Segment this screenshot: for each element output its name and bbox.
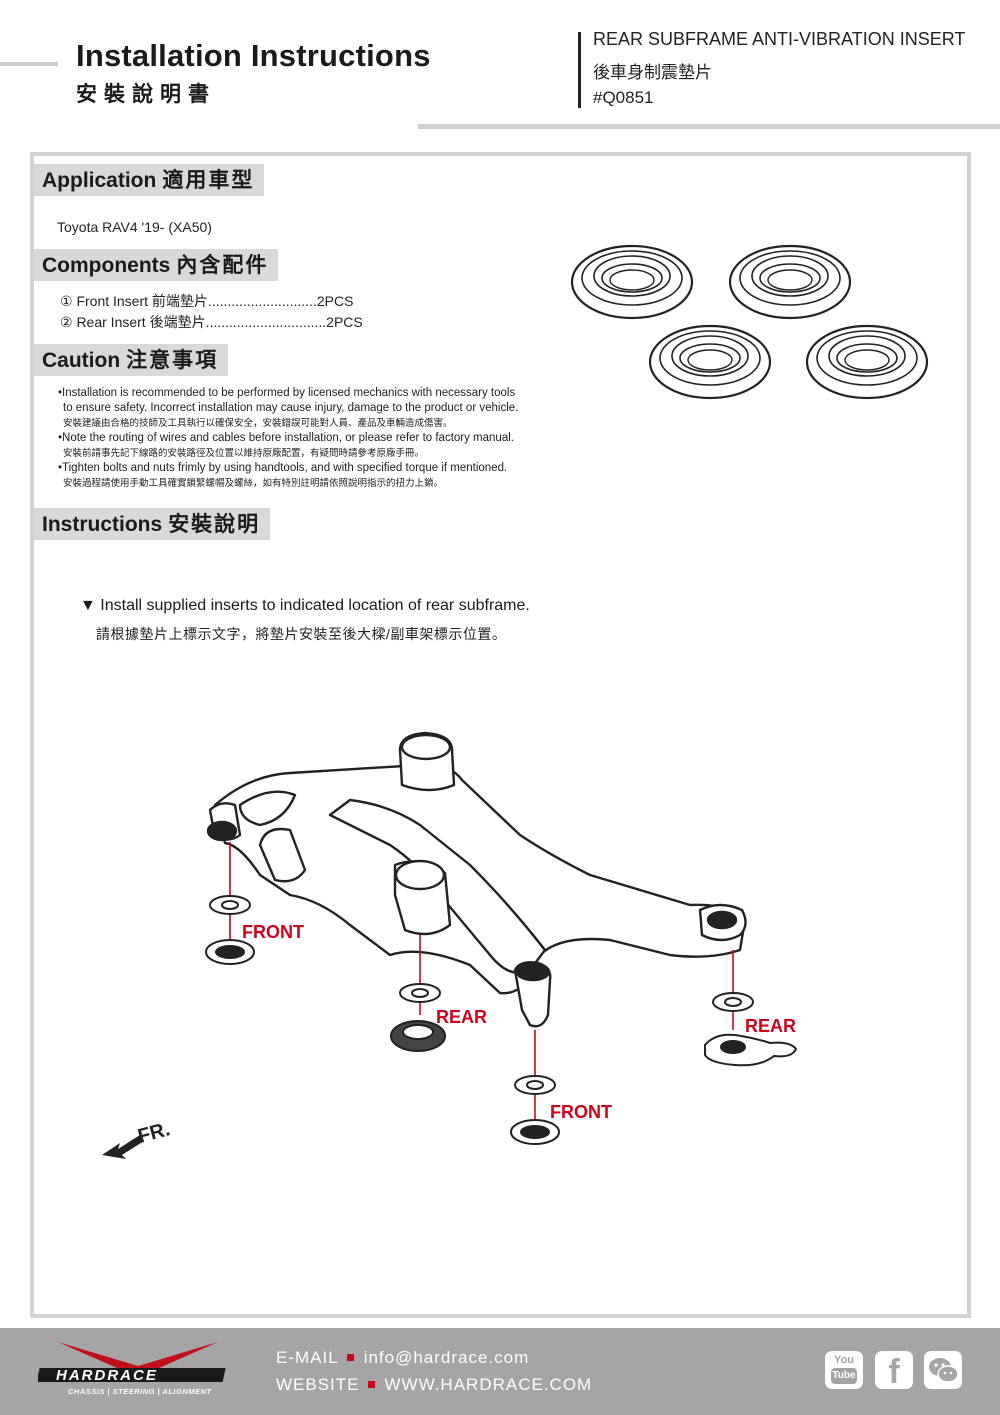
application-heading-en: Application: [42, 169, 157, 192]
bullet-square: [367, 1381, 375, 1388]
caution-line: •Installation is recommended to be perfo…: [58, 387, 516, 399]
component-label: ① Front Insert 前端墊片: [60, 293, 208, 309]
subframe-diagram: FRONT REAR REAR FRONT FR.: [102, 731, 798, 1159]
label-front-left: FRONT: [242, 922, 304, 942]
component-item: ② Rear Insert 後端墊片......................…: [60, 312, 363, 332]
direction-label: FR.: [136, 1118, 173, 1148]
label-front-bottom: FRONT: [550, 1102, 612, 1122]
instruction-step-cn: 請根據墊片上標示文字，將墊片安裝至後大樑/副車架標示位置。: [96, 626, 507, 642]
label-rear-right: REAR: [745, 1016, 796, 1036]
instructions-heading-cn: 安裝說明: [168, 511, 261, 536]
content-frame: [30, 152, 971, 1318]
page-title: Installation Instructions: [76, 38, 431, 73]
caution-heading-cn: 注意事項: [126, 347, 219, 372]
component-item: ① Front Insert 前端墊片.....................…: [60, 291, 353, 311]
caution-text: •Installation is recommended to be perfo…: [58, 386, 578, 491]
website-link[interactable]: WWW.HARDRACE.COM: [384, 1375, 593, 1394]
header-rule-right: [418, 124, 1000, 129]
application-heading-cn: 適用車型: [162, 167, 255, 192]
header-rule-left: [0, 62, 58, 66]
email-label: E-MAIL: [276, 1348, 339, 1367]
hardrace-logo: HARDRACE CHASSIS | STEERING | ALIGNMENT: [38, 1342, 226, 1396]
inserts-illustration: [570, 244, 929, 400]
page-title-cn: 安裝說明書: [76, 81, 216, 106]
website-label: WEBSITE: [276, 1375, 360, 1394]
caution-line: 安裝過程請使用手動工具確實鎖緊螺帽及螺絲，如有特別註明請依照說明指示的扭力上鎖。: [63, 478, 444, 489]
caution-line: 安裝前請事先記下線路的安裝路徑及位置以維持原廠配置，有疑問時請參考原廠手冊。: [63, 448, 425, 459]
product-name: REAR SUBFRAME ANTI-VIBRATION INSERT: [593, 29, 966, 49]
forward-arrow-icon: FR.: [102, 1118, 172, 1159]
youtube-icon[interactable]: You Tube: [825, 1351, 863, 1389]
subframe-drawing: [206, 731, 747, 1028]
youtube-text-top: You: [834, 1354, 854, 1366]
facebook-icon[interactable]: f: [875, 1351, 913, 1391]
component-label: ② Rear Insert 後端墊片: [60, 314, 206, 330]
header-divider: [578, 32, 581, 108]
caution-line: to ensure safety. Incorrect installation…: [63, 402, 519, 414]
footer-website: WEBSITE WWW.HARDRACE.COM: [276, 1375, 592, 1395]
footer-email: E-MAIL info@hardrace.com: [276, 1348, 529, 1368]
insert-pairs: [205, 895, 798, 1145]
instructions-heading-en: Instructions: [42, 513, 163, 536]
component-qty: 2PCS: [316, 293, 354, 309]
brand-tagline: CHASSIS | STEERING | ALIGNMENT: [68, 1387, 212, 1396]
component-qty: 2PCS: [326, 314, 363, 330]
insert-ring: [648, 324, 772, 400]
component-dots: ............................: [207, 293, 317, 309]
brand-name: HARDRACE: [56, 1367, 158, 1384]
bullet-square: [346, 1354, 354, 1361]
insert-ring: [728, 244, 852, 320]
components-heading-en: Components: [42, 254, 171, 277]
insert-ring: [805, 324, 929, 400]
caution-heading-en: Caution: [42, 349, 121, 372]
email-link[interactable]: info@hardrace.com: [363, 1348, 530, 1367]
wechat-icon[interactable]: [924, 1351, 962, 1389]
part-number: #Q0851: [593, 88, 654, 107]
vehicle-fitment: Toyota RAV4 '19- (XA50): [57, 219, 212, 235]
label-rear-mid: REAR: [436, 1007, 487, 1027]
product-name-cn: 後車身制震墊片: [593, 63, 712, 82]
insert-ring: [570, 244, 694, 320]
component-dots: ...............................: [205, 314, 327, 330]
caution-line: •Tighten bolts and nuts frimly by using …: [58, 462, 508, 474]
caution-line: 安裝建議由合格的技師及工具執行以確保安全，安裝錯誤可能對人員、產品及車輛造成傷害…: [63, 418, 453, 429]
instruction-step-en: ▼ Install supplied inserts to indicated …: [80, 597, 530, 614]
youtube-text-bottom: Tube: [831, 1368, 857, 1384]
components-heading-cn: 內含配件: [176, 252, 269, 277]
caution-line: •Note the routing of wires and cables be…: [58, 432, 514, 444]
